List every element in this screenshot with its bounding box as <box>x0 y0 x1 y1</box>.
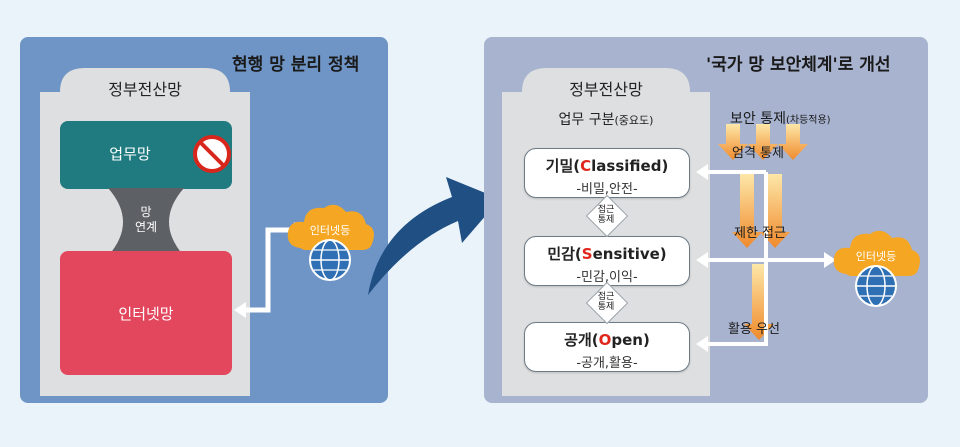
internet-net-label: 인터넷망 <box>118 305 174 323</box>
level-open-sub: -공개,활용- <box>576 356 638 371</box>
control-restricted: 제한 접근 <box>734 226 786 241</box>
level-classified: 기밀(Classified) -비밀,안전- <box>524 148 690 198</box>
level-sensitive-name: 민감(Sensitive) <box>547 245 667 263</box>
control-strict: 엄격 통제 <box>732 146 784 161</box>
link-line-2: 연계 <box>134 220 158 234</box>
classification-label: 업무 구분(중요도) <box>522 109 690 129</box>
right-cloud-icon: 인터넷등 <box>833 230 920 307</box>
security-control-label: 보안 통제(차등적용) <box>730 111 831 127</box>
internet-net-box <box>60 251 232 375</box>
control-utilization: 활용 우선 <box>728 322 780 337</box>
right-cloud-label: 인터넷등 <box>856 250 896 263</box>
work-net-label: 업무망 <box>109 145 151 163</box>
level-open: 공개(Open) -공개,활용- <box>524 322 690 372</box>
transition-arrow <box>368 177 500 295</box>
right-gov-net-label: 정부전산망 <box>569 80 643 99</box>
level-classified-name: 기밀(Classified) <box>545 157 669 175</box>
right-panel-title: '국가 망 보안체계'로 개선 <box>706 55 891 75</box>
prohibited-icon <box>193 135 231 173</box>
network-link-label: 망 연계 <box>126 205 166 235</box>
control-arrows <box>696 124 836 352</box>
level-open-name: 공개(Open) <box>564 331 650 349</box>
left-gov-net-label: 정부전산망 <box>108 80 182 99</box>
classification-small: (중요도) <box>614 114 654 127</box>
link-line-1: 망 <box>140 205 152 219</box>
left-panel-title: 현행 망 분리 정책 <box>232 55 360 75</box>
level-sensitive-sub: -민감,이익- <box>576 270 638 285</box>
left-cloud-label: 인터넷등 <box>310 224 350 237</box>
level-sensitive: 민감(Sensitive) -민감,이익- <box>524 236 690 286</box>
left-cloud-icon: 인터넷등 <box>287 204 374 281</box>
classification-main: 업무 구분 <box>558 112 615 128</box>
network-link-shape <box>108 188 184 256</box>
level-classified-sub: -비밀,안전- <box>576 182 638 197</box>
